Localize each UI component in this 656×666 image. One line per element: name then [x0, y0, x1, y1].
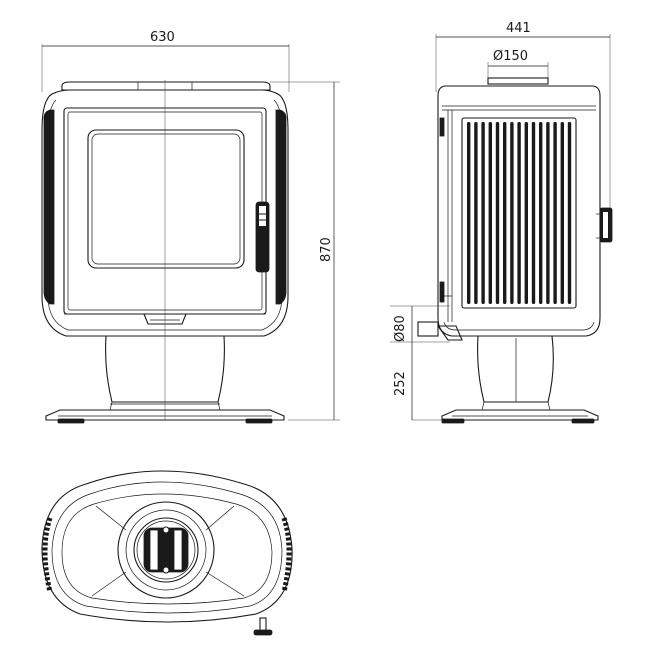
width-dimension: 630	[41, 30, 290, 92]
louvre-slot	[553, 122, 557, 304]
top-outline	[41, 470, 293, 623]
top-knob	[253, 617, 273, 636]
front-width-label: 630	[150, 30, 175, 45]
louvre-slot	[481, 122, 485, 304]
left-side-panel	[43, 109, 55, 305]
top-flue-outer	[117, 501, 215, 599]
louvre-slot	[495, 122, 500, 304]
flue-collar	[487, 77, 549, 85]
side-panel	[461, 117, 577, 309]
air-inlet-dimension: Ø80	[390, 305, 450, 343]
right-side-panel	[275, 109, 287, 305]
front-pedestal	[105, 335, 225, 403]
height-label: 870	[319, 237, 334, 262]
air-inlet-height-dimension: 252	[393, 342, 450, 421]
top-view	[41, 470, 293, 636]
side-body-outline	[437, 85, 601, 337]
louvre-slot	[517, 122, 521, 304]
side-louvres	[467, 122, 572, 304]
louvre-slot	[567, 122, 572, 304]
louvre-slot	[474, 122, 478, 304]
ash-pan-lip	[143, 313, 187, 325]
side-pedestal	[477, 335, 554, 403]
side-view: 441 Ø150	[390, 21, 613, 424]
air-inlet-height-label: 252	[393, 371, 408, 396]
flue-dimension: Ø150	[487, 49, 549, 82]
louvre-slot	[531, 122, 536, 304]
louvre-slot	[488, 122, 492, 304]
louvre-slot	[524, 122, 528, 304]
louvre-slot	[503, 122, 507, 304]
front-body-outline	[41, 89, 289, 337]
louvre-slot	[539, 122, 543, 304]
flue-diameter-label: Ø150	[493, 49, 528, 64]
height-dimension: 870	[270, 81, 340, 421]
louvre-slot	[467, 122, 471, 304]
side-depth-label: 441	[506, 21, 531, 36]
louvre-slot	[510, 122, 514, 304]
air-inlet-diameter-label: Ø80	[393, 315, 408, 342]
front-view: 630 870	[41, 30, 340, 424]
front-base-plate	[45, 409, 285, 421]
rear-handle	[596, 207, 613, 243]
door-handle	[255, 201, 270, 273]
flue-damper	[143, 526, 189, 574]
door-glass	[87, 129, 245, 269]
side-base-plate	[441, 409, 599, 421]
depth-dimension: 441	[435, 21, 611, 210]
louvre-slot	[546, 122, 550, 304]
louvre-slot	[560, 122, 564, 304]
